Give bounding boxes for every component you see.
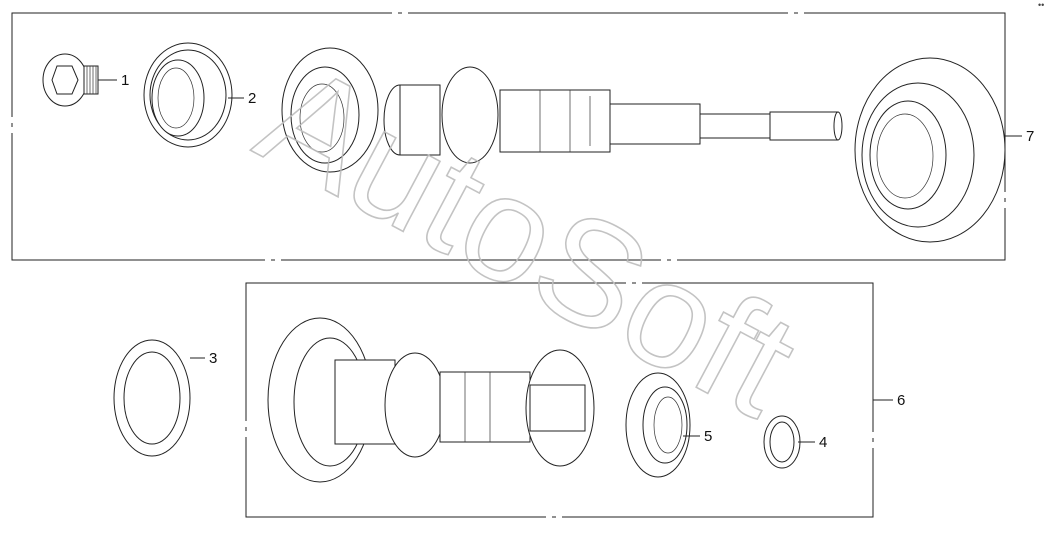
part-4-collar[interactable] — [763, 415, 801, 469]
callout-4: 4 — [819, 434, 827, 451]
part-1-flange-bolt[interactable] — [42, 53, 99, 107]
callout-2: 2 — [248, 90, 256, 107]
part-7-large-helical-gear[interactable] — [854, 57, 1006, 243]
part-2-roller-bearing[interactable] — [143, 42, 233, 148]
callout-1: 1 — [121, 72, 129, 89]
callout-3: 3 — [209, 350, 217, 367]
part-5-taper-bearing[interactable] — [625, 372, 691, 478]
upper-main-shaft — [383, 66, 843, 164]
upper-helical-gear — [281, 47, 379, 173]
leader-lines — [98, 79, 1022, 443]
callout-6: 6 — [897, 392, 905, 409]
callout-5: 5 — [704, 428, 712, 445]
part-3-thrust-washer[interactable] — [113, 339, 191, 457]
lower-countershaft-assembly — [267, 317, 595, 483]
corner-mark: •• — [1038, 0, 1044, 10]
callout-7: 7 — [1026, 128, 1034, 145]
